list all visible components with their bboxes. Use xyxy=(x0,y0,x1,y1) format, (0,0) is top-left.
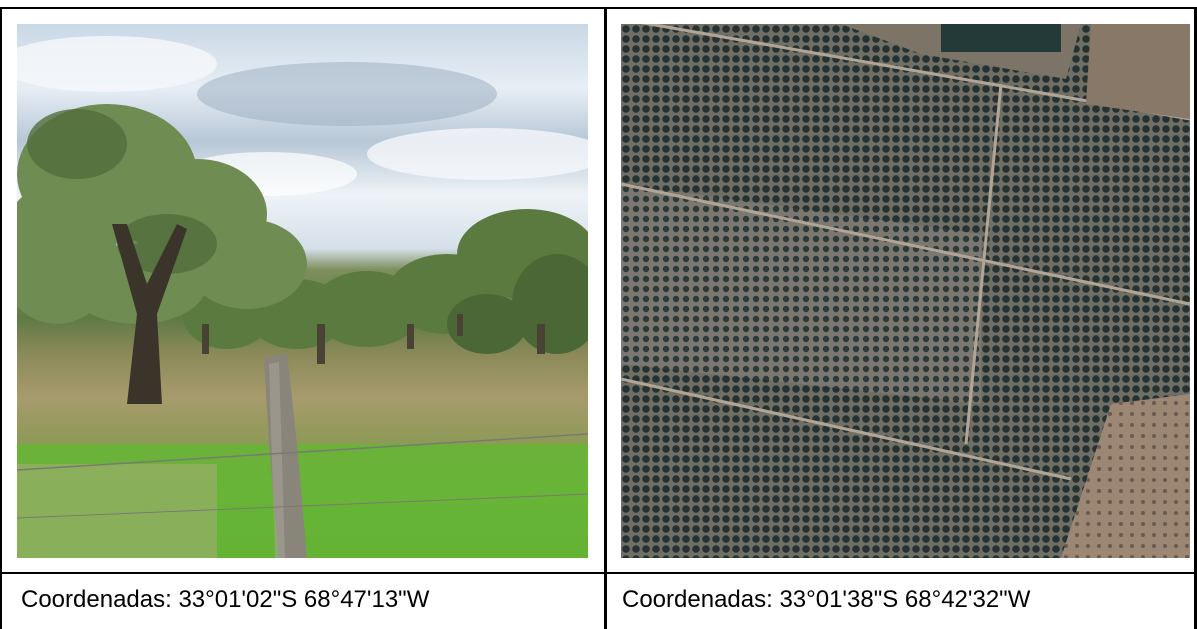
coordinates-caption-right: Coordenadas: 33°01'38"S 68°42'32"W xyxy=(622,586,1031,613)
table-border-top xyxy=(0,7,1197,9)
table-divider-vertical xyxy=(604,7,607,629)
table-border-right xyxy=(1194,7,1197,629)
olive-grove-ground-photo xyxy=(17,24,588,558)
table-divider-horizontal xyxy=(0,572,1197,574)
table-border-left xyxy=(0,7,2,629)
olive-grove-aerial-photo xyxy=(621,24,1190,558)
coordinates-caption-left: Coordenadas: 33°01'02"S 68°47'13"W xyxy=(21,586,430,613)
